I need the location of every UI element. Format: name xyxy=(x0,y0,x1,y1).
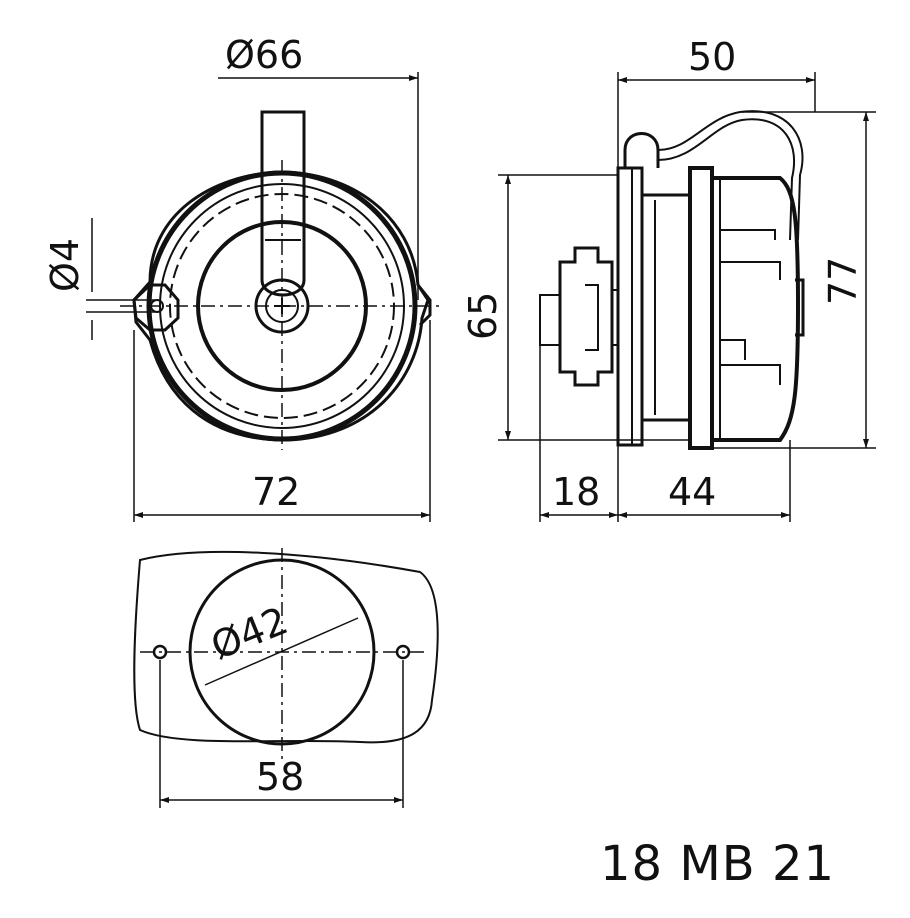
overall-depth-label: 50 xyxy=(688,35,736,79)
hole-spacing-dimension: 58 xyxy=(159,660,404,808)
depth-split-dimensions: 18 44 xyxy=(539,345,791,522)
overall-height-label: 77 xyxy=(821,257,865,305)
side-view xyxy=(539,110,805,450)
body-height-label: 65 xyxy=(461,292,505,340)
overall-depth-dimension: 50 xyxy=(617,35,816,168)
body-height-dimension: 65 xyxy=(461,174,690,441)
hole-spacing-label: 58 xyxy=(256,755,304,799)
flange-diameter-dimension: Ø66 xyxy=(218,33,419,300)
cutout-diameter-label: Ø42 xyxy=(205,598,294,668)
hole-diameter-label: Ø4 xyxy=(43,238,87,292)
flange-diameter-label: Ø66 xyxy=(225,33,303,77)
overall-height-dimension: 77 xyxy=(712,111,876,449)
front-depth-label: 44 xyxy=(668,470,716,514)
flange-width-dimension: 72 xyxy=(133,320,431,522)
front-view xyxy=(120,110,440,450)
hole-diameter-dimension: Ø4 xyxy=(43,218,155,340)
flange-width-label: 72 xyxy=(252,470,300,514)
panel-cutout-view: Ø42 xyxy=(133,548,439,760)
rear-depth-label: 18 xyxy=(552,470,600,514)
model-code: 18 MB 21 xyxy=(600,836,836,892)
